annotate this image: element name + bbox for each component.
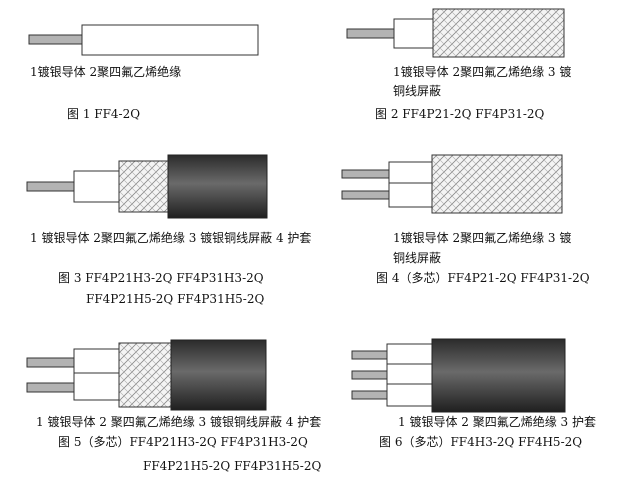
shield-3	[432, 8, 565, 58]
conductor-1b	[26, 382, 76, 393]
figure-4-legend-line2: 铜线屏蔽	[393, 251, 442, 265]
shield-3	[431, 154, 563, 214]
insulation-2c	[386, 383, 434, 407]
shield-3	[118, 342, 173, 408]
conductor-1	[28, 34, 84, 45]
figure-6-cable	[351, 338, 566, 413]
insulation-2a	[388, 161, 434, 186]
figure-5-caption-line1: 图 5（多芯）FF4P21H3-2Q FF4P31H3-2Q	[58, 435, 308, 449]
conductor-1a	[26, 357, 76, 368]
figure-1-caption: 图 1 FF4-2Q	[67, 107, 141, 121]
insulation-2	[393, 18, 435, 49]
insulation-2b	[386, 363, 434, 387]
conductor-1b	[351, 370, 389, 380]
figure-3-caption-line1: 图 3 FF4P21H3-2Q FF4P31H3-2Q	[58, 271, 264, 285]
figure-3-legend: 1 镀银导体 2聚四氟乙烯绝缘 3 镀银铜线屏蔽 4 护套	[30, 231, 312, 245]
figure-4-legend-line1: 1镀银导体 2聚四氟乙烯绝缘 3 镀	[393, 231, 572, 245]
figure-4-cable	[341, 154, 563, 214]
jacket-4	[170, 339, 267, 411]
insulation-2a	[73, 348, 121, 376]
figure-1-legend: 1镀银导体 2聚四氟乙烯绝缘	[30, 65, 182, 79]
figure-2-legend-line1: 1镀银导体 2聚四氟乙烯绝缘 3 镀	[393, 65, 572, 79]
conductor-1a	[341, 169, 391, 179]
conductor-1b	[341, 190, 391, 200]
figure-2-caption: 图 2 FF4P21-2Q FF4P31-2Q	[375, 107, 545, 121]
figure-6-caption: 图 6（多芯）FF4H3-2Q FF4H5-2Q	[379, 435, 583, 449]
figure-1-cable	[28, 24, 259, 56]
figure-3-caption-line2: FF4P21H5-2Q FF4P31H5-2Q	[86, 292, 265, 306]
conductor-1c	[351, 390, 389, 400]
conductor-1	[26, 181, 76, 192]
insulation-2	[73, 170, 121, 203]
figure-5-legend: 1 镀银导体 2 聚四氟乙烯绝缘 3 镀银铜线屏蔽 4 护套	[36, 415, 322, 429]
conductor-1	[346, 28, 396, 39]
figure-3-cable	[26, 154, 268, 219]
figure-5-caption-line2: FF4P21H5-2Q FF4P31H5-2Q	[143, 459, 322, 473]
insulation-2	[81, 24, 259, 56]
figure-2-cable	[346, 8, 565, 58]
shield-3	[118, 160, 170, 213]
figure-5-cable	[26, 339, 267, 411]
insulation-2b	[73, 372, 121, 401]
jacket-3	[431, 338, 566, 413]
figure-4-caption: 图 4（多芯）FF4P21-2Q FF4P31-2Q	[376, 271, 590, 285]
conductor-1a	[351, 350, 389, 360]
figure-2-legend-line2: 铜线屏蔽	[393, 84, 442, 98]
jacket-4	[167, 154, 268, 219]
figure-6-legend: 1 镀银导体 2 聚四氟乙烯绝缘 3 护套	[398, 415, 596, 429]
insulation-2a	[386, 343, 434, 367]
insulation-2b	[388, 182, 434, 208]
